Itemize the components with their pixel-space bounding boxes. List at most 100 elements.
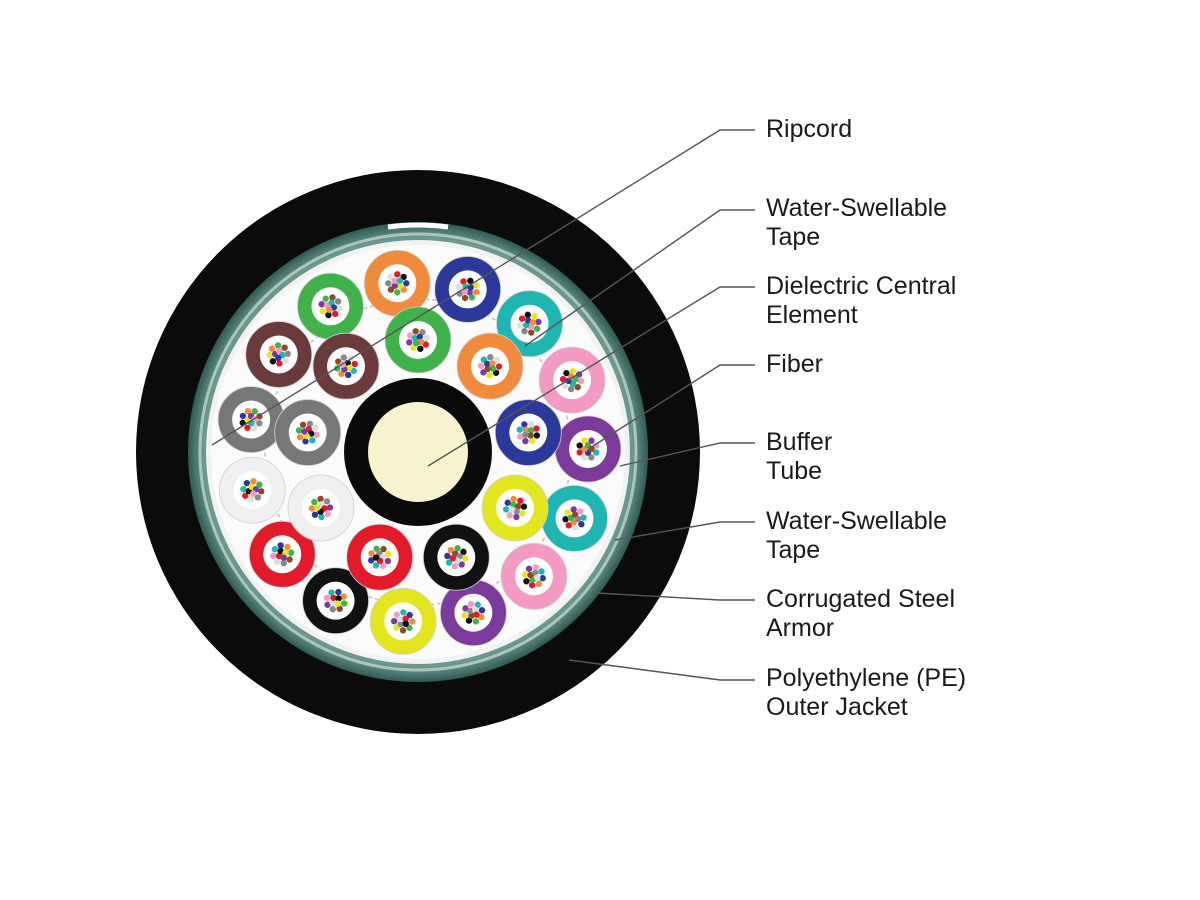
buffer-tube-gel <box>553 361 592 400</box>
fiber <box>391 277 398 284</box>
buffer-tube-gel <box>399 321 437 359</box>
fiber <box>335 588 342 596</box>
fiber <box>535 580 543 588</box>
fiber <box>447 546 455 554</box>
buffer-tube-3 <box>496 290 563 358</box>
fiber <box>340 593 347 600</box>
buffer-tube-19 <box>481 474 549 542</box>
fiber <box>275 354 282 362</box>
buffer-tube-gel <box>470 347 509 386</box>
fiber <box>351 360 358 368</box>
fiber <box>454 545 461 552</box>
fiber <box>570 506 577 513</box>
fiber <box>527 432 534 439</box>
fiber <box>322 295 329 302</box>
fiber <box>318 513 325 521</box>
fiber <box>384 550 392 558</box>
fiber <box>578 521 585 528</box>
fiber <box>341 366 348 373</box>
fiber <box>593 442 600 449</box>
fiber <box>306 420 314 428</box>
label-dielectric-central-element: Dielectric Central Element <box>766 272 963 329</box>
buffer-tube-gel <box>448 270 487 309</box>
fiber <box>458 561 465 568</box>
corrugated-steel-armor-highlight <box>198 232 638 672</box>
fiber <box>477 362 485 370</box>
buffer-tube-14 <box>245 321 313 388</box>
fiber <box>533 432 541 439</box>
fiber <box>506 512 513 519</box>
label-fiber: Fiber <box>766 350 823 378</box>
fiber <box>402 615 409 622</box>
fiber <box>559 376 567 383</box>
buffer-tube-9 <box>369 587 437 655</box>
fiber <box>254 494 262 501</box>
fiber <box>417 338 425 345</box>
leader-line-buffer-tube <box>619 442 755 467</box>
fiber <box>510 495 517 503</box>
buffer-tube-21 <box>346 523 414 591</box>
fiber <box>412 328 419 335</box>
fiber <box>451 562 459 570</box>
fiber <box>444 552 451 560</box>
buffer-tube-gel <box>568 430 607 469</box>
fiber <box>472 606 479 613</box>
fiber <box>527 427 535 434</box>
buffer-tube-13 <box>217 386 285 453</box>
fiber <box>468 294 476 301</box>
fiber <box>572 376 579 383</box>
fiber <box>577 377 585 385</box>
fiber <box>323 594 331 602</box>
fiber <box>319 307 327 315</box>
fiber <box>308 505 316 512</box>
fiber <box>295 427 303 434</box>
fiber <box>408 618 416 625</box>
fiber <box>368 557 375 564</box>
fiber <box>581 437 588 444</box>
fiber <box>413 339 420 347</box>
buffer-tube-gel <box>514 557 553 596</box>
fiber <box>423 334 430 341</box>
buffer-tube-24 <box>312 332 380 400</box>
fiber <box>467 607 474 615</box>
buffer-tube-gel <box>360 538 399 577</box>
fiber <box>269 358 277 365</box>
fiber <box>280 554 287 561</box>
leader-lines <box>211 129 755 681</box>
fiber <box>329 606 336 613</box>
fiber <box>256 420 263 427</box>
fiber <box>350 367 357 375</box>
fiber <box>329 599 336 606</box>
fiber <box>274 342 282 349</box>
fiber <box>508 506 515 513</box>
fiber <box>329 294 336 301</box>
fiber <box>521 327 528 335</box>
fiber <box>467 277 474 285</box>
buffer-tube-18 <box>494 399 562 466</box>
fiber <box>317 495 324 503</box>
fiber <box>519 510 526 517</box>
fiber <box>572 524 579 531</box>
fiber <box>466 289 473 296</box>
buffer-tube-gel <box>555 499 594 538</box>
fiber <box>521 571 529 578</box>
fiber <box>531 313 538 320</box>
fiber <box>524 311 532 319</box>
fiber <box>504 499 511 506</box>
label-water-swellable-tape-inner: Water-Swellable Tape <box>766 507 954 564</box>
fiber <box>411 335 419 342</box>
fiber <box>270 552 277 560</box>
buffer-tube-15 <box>297 272 364 340</box>
fiber <box>332 310 339 318</box>
fiber <box>296 433 304 441</box>
fiber <box>528 329 535 336</box>
fiber <box>460 278 467 285</box>
fiber <box>281 344 288 351</box>
fiber <box>487 354 494 361</box>
buffer-tube-gel <box>316 581 355 620</box>
fiber <box>239 412 247 420</box>
fiber <box>334 298 342 305</box>
buffer-tube-gel <box>288 413 327 452</box>
buffer-tube-gel <box>311 287 350 326</box>
